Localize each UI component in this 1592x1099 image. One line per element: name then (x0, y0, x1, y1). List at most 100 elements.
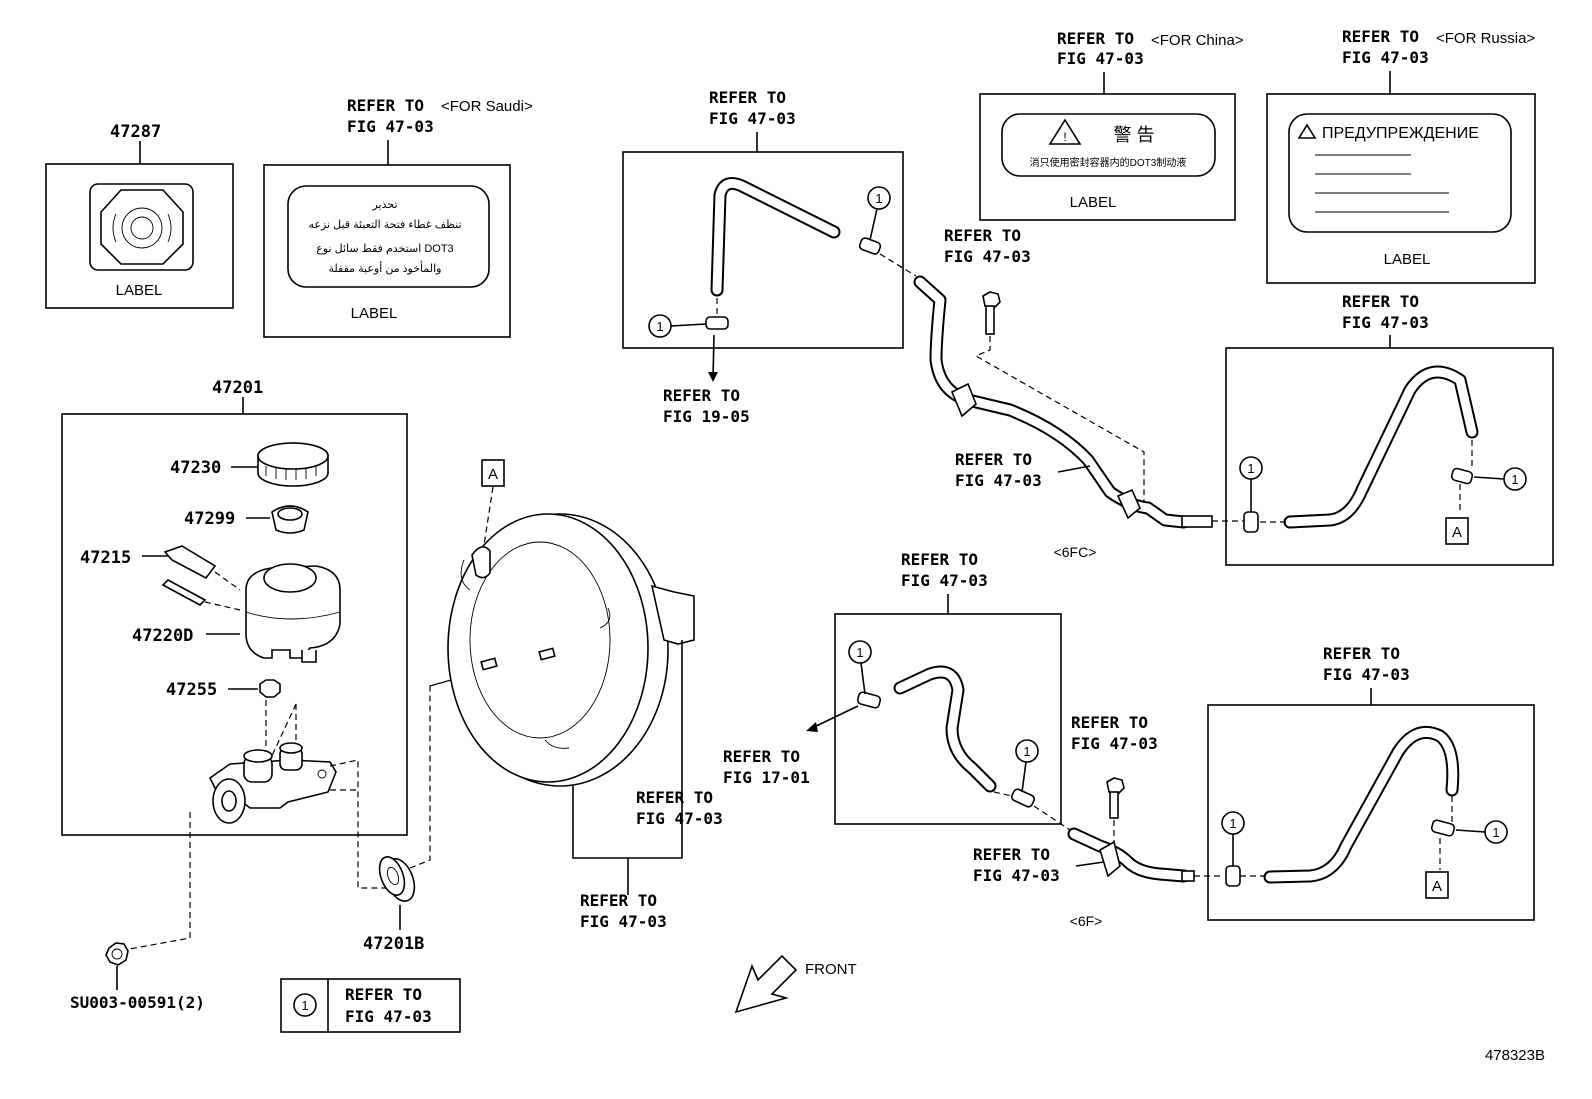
legend-fig: FIG 47-03 (345, 1007, 432, 1026)
seal-icon (378, 856, 416, 902)
warning-triangle-icon (1048, 118, 1082, 145)
legend-refer: REFER TO (345, 985, 422, 1004)
warning-triangle-icon (1297, 123, 1317, 139)
part-su003: SU003-00591(2) (70, 993, 205, 1012)
vacuum-hose-6f (1263, 726, 1460, 884)
china-refer: REFER TO (1057, 29, 1134, 48)
reservoir-sensor-icon (161, 545, 217, 606)
hose-clamp-icon (858, 237, 882, 255)
saudi-line1: تحذير (371, 199, 397, 211)
pipe6f-fig: FIG 47-03 (973, 866, 1060, 885)
refer-saudi-line2: FIG 47-03 (347, 117, 434, 136)
hose-mid-refer: REFER TO (901, 550, 978, 569)
label-text-russia: LABEL (1384, 251, 1431, 268)
label-box-russia (1266, 93, 1536, 284)
brake-booster-icon (447, 513, 695, 787)
part-47287: 47287 (110, 122, 161, 142)
front-arrow-icon (734, 954, 798, 1014)
svg-text:!: ! (1063, 130, 1066, 144)
legend-callout-circle (293, 993, 317, 1017)
hose-top-refer: REFER TO (709, 88, 786, 107)
china-label-plate (1001, 113, 1216, 177)
pipe-bracket-icon (1099, 840, 1121, 878)
callout-1-e (848, 640, 872, 664)
callout-1-b-text: 1 (656, 319, 663, 334)
callout-1-c-text: 1 (1247, 461, 1254, 476)
fig1701-fig: FIG 17-01 (723, 768, 810, 787)
saudi-label-plate (287, 185, 490, 288)
callout-1-d-text: 1 (1511, 472, 1518, 487)
china-fig: FIG 47-03 (1057, 49, 1144, 68)
hose6fc-refer: REFER TO (1342, 292, 1419, 311)
callout-a-booster (481, 459, 505, 487)
callout-a-booster-text: A (488, 466, 498, 483)
saudi-line4: والمأخوذ من أوعية مقفلة (329, 260, 442, 275)
callout-a-6fc (1445, 517, 1469, 545)
callout-1-g-text: 1 (1229, 816, 1236, 831)
callout-a-6fc-text: A (1452, 524, 1462, 541)
bolt-icon (982, 291, 1001, 335)
bolt-icon (1106, 777, 1125, 819)
pipe6f-refer: REFER TO (973, 845, 1050, 864)
callout-1-a (867, 186, 891, 210)
pipe-bracket-icon (950, 382, 977, 418)
callout-1-f-text: 1 (1023, 744, 1030, 759)
label-box-47287 (45, 163, 234, 309)
for-china: <FOR China> (1151, 32, 1244, 49)
part-47220d: 47220D (132, 626, 193, 646)
hose-mid-fig: FIG 47-03 (901, 571, 988, 590)
saudi-line2: تنظف غطاء فتحة التعبئة قبل نزعه (308, 219, 461, 231)
hose-box-6f (1207, 704, 1535, 921)
hose-top-fig: FIG 47-03 (709, 109, 796, 128)
label-box-saudi (263, 164, 511, 338)
hose-box-top-left (622, 151, 904, 349)
bolt6f-refer: REFER TO (1071, 713, 1148, 732)
china-warning: 警 告 (1113, 125, 1154, 145)
pipe-end-fitting (1181, 515, 1213, 528)
russia-label-plate (1288, 113, 1512, 233)
part-47230: 47230 (170, 458, 221, 478)
refer-saudi-line1: REFER TO (347, 96, 424, 115)
pipe6fc-fig: FIG 47-03 (955, 471, 1042, 490)
hose6f-refer: REFER TO (1323, 644, 1400, 663)
reservoir-cap-icon (257, 442, 329, 487)
bolt6f-fig: FIG 47-03 (1071, 734, 1158, 753)
strainer-icon (271, 505, 309, 534)
saudi-line3: استخدم فقط سائل نوع DOT3 (316, 243, 453, 255)
russia-warning: ПРЕДУПРЕЖДЕНИЕ (1322, 125, 1479, 142)
label-text-saudi: LABEL (351, 305, 398, 322)
variant-6f: <6F> (1070, 913, 1103, 929)
hose6f-fig: FIG 47-03 (1323, 665, 1410, 684)
nut-icon (105, 942, 129, 966)
hose-box-6fc (1225, 347, 1554, 566)
part-47299: 47299 (184, 509, 235, 529)
russia-refer: REFER TO (1342, 27, 1419, 46)
part-47255: 47255 (166, 680, 217, 700)
booster-side-fig: FIG 47-03 (636, 809, 723, 828)
hose6fc-fig: FIG 47-03 (1342, 313, 1429, 332)
label-box-china (979, 93, 1236, 221)
octagon-cap-icon (100, 189, 184, 265)
master-cylinder-box (61, 413, 408, 836)
russia-fig: FIG 47-03 (1342, 48, 1429, 67)
diagram-id: 478323B (1485, 1047, 1545, 1064)
fig1701-refer: REFER TO (723, 747, 800, 766)
callout-1-a-text: 1 (875, 191, 882, 206)
booster-refer: REFER TO (580, 891, 657, 910)
front-label: FRONT (805, 961, 857, 978)
hose-clamp-icon (1011, 788, 1035, 808)
hose-box-mid (834, 613, 1062, 825)
bolt-fig: FIG 47-03 (944, 247, 1031, 266)
hose-clamp-icon (1243, 511, 1259, 533)
callout-a-6f-text: A (1432, 878, 1442, 895)
pipe6fc-refer: REFER TO (955, 450, 1032, 469)
part-47215: 47215 (80, 548, 131, 568)
callout-1-f (1015, 739, 1039, 763)
reservoir-icon (245, 563, 341, 663)
part-47201b: 47201B (363, 934, 424, 954)
pipe-end-fitting (1181, 870, 1195, 882)
label-text-47287: LABEL (116, 282, 163, 299)
hose-clamp-icon (1225, 865, 1241, 887)
